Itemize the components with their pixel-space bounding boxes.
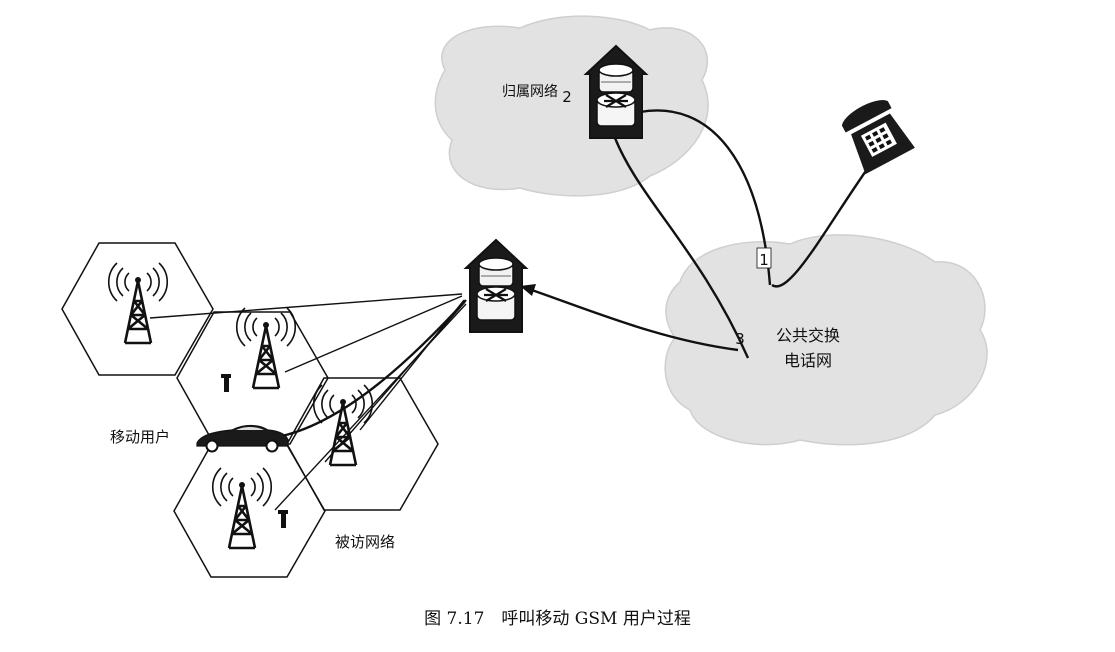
small-antenna-icon [278, 510, 288, 528]
pstn-label-line2: 电话网 [784, 351, 832, 370]
cell-tower-icon [237, 308, 296, 388]
visited-network-label: 被访网络 [335, 533, 395, 551]
figure-caption: 图 7.17 呼叫移动 GSM 用户过程 [0, 604, 1115, 629]
pstn-label-line1: 公共交换 [776, 326, 840, 345]
link-tower1-msc [150, 294, 462, 318]
mobile-user-label: 移动用户 [110, 428, 170, 446]
step-1-label: 1 [759, 251, 769, 269]
cell-tower-icon [213, 468, 272, 548]
link-car-msc [282, 300, 466, 436]
car-icon [197, 426, 288, 452]
telephone-icon [837, 94, 915, 175]
cell-tower-icon [109, 263, 168, 343]
visited-msc-icon [466, 240, 526, 332]
step-2-label: 2 [562, 88, 572, 106]
home-network-label: 归属网络 [502, 83, 558, 100]
hex-cell-4 [174, 445, 325, 577]
small-antenna-icon [221, 374, 231, 392]
home-network-cloud [435, 16, 708, 196]
link-tower2-msc [285, 296, 462, 372]
step-3-label: 3 [735, 330, 745, 348]
